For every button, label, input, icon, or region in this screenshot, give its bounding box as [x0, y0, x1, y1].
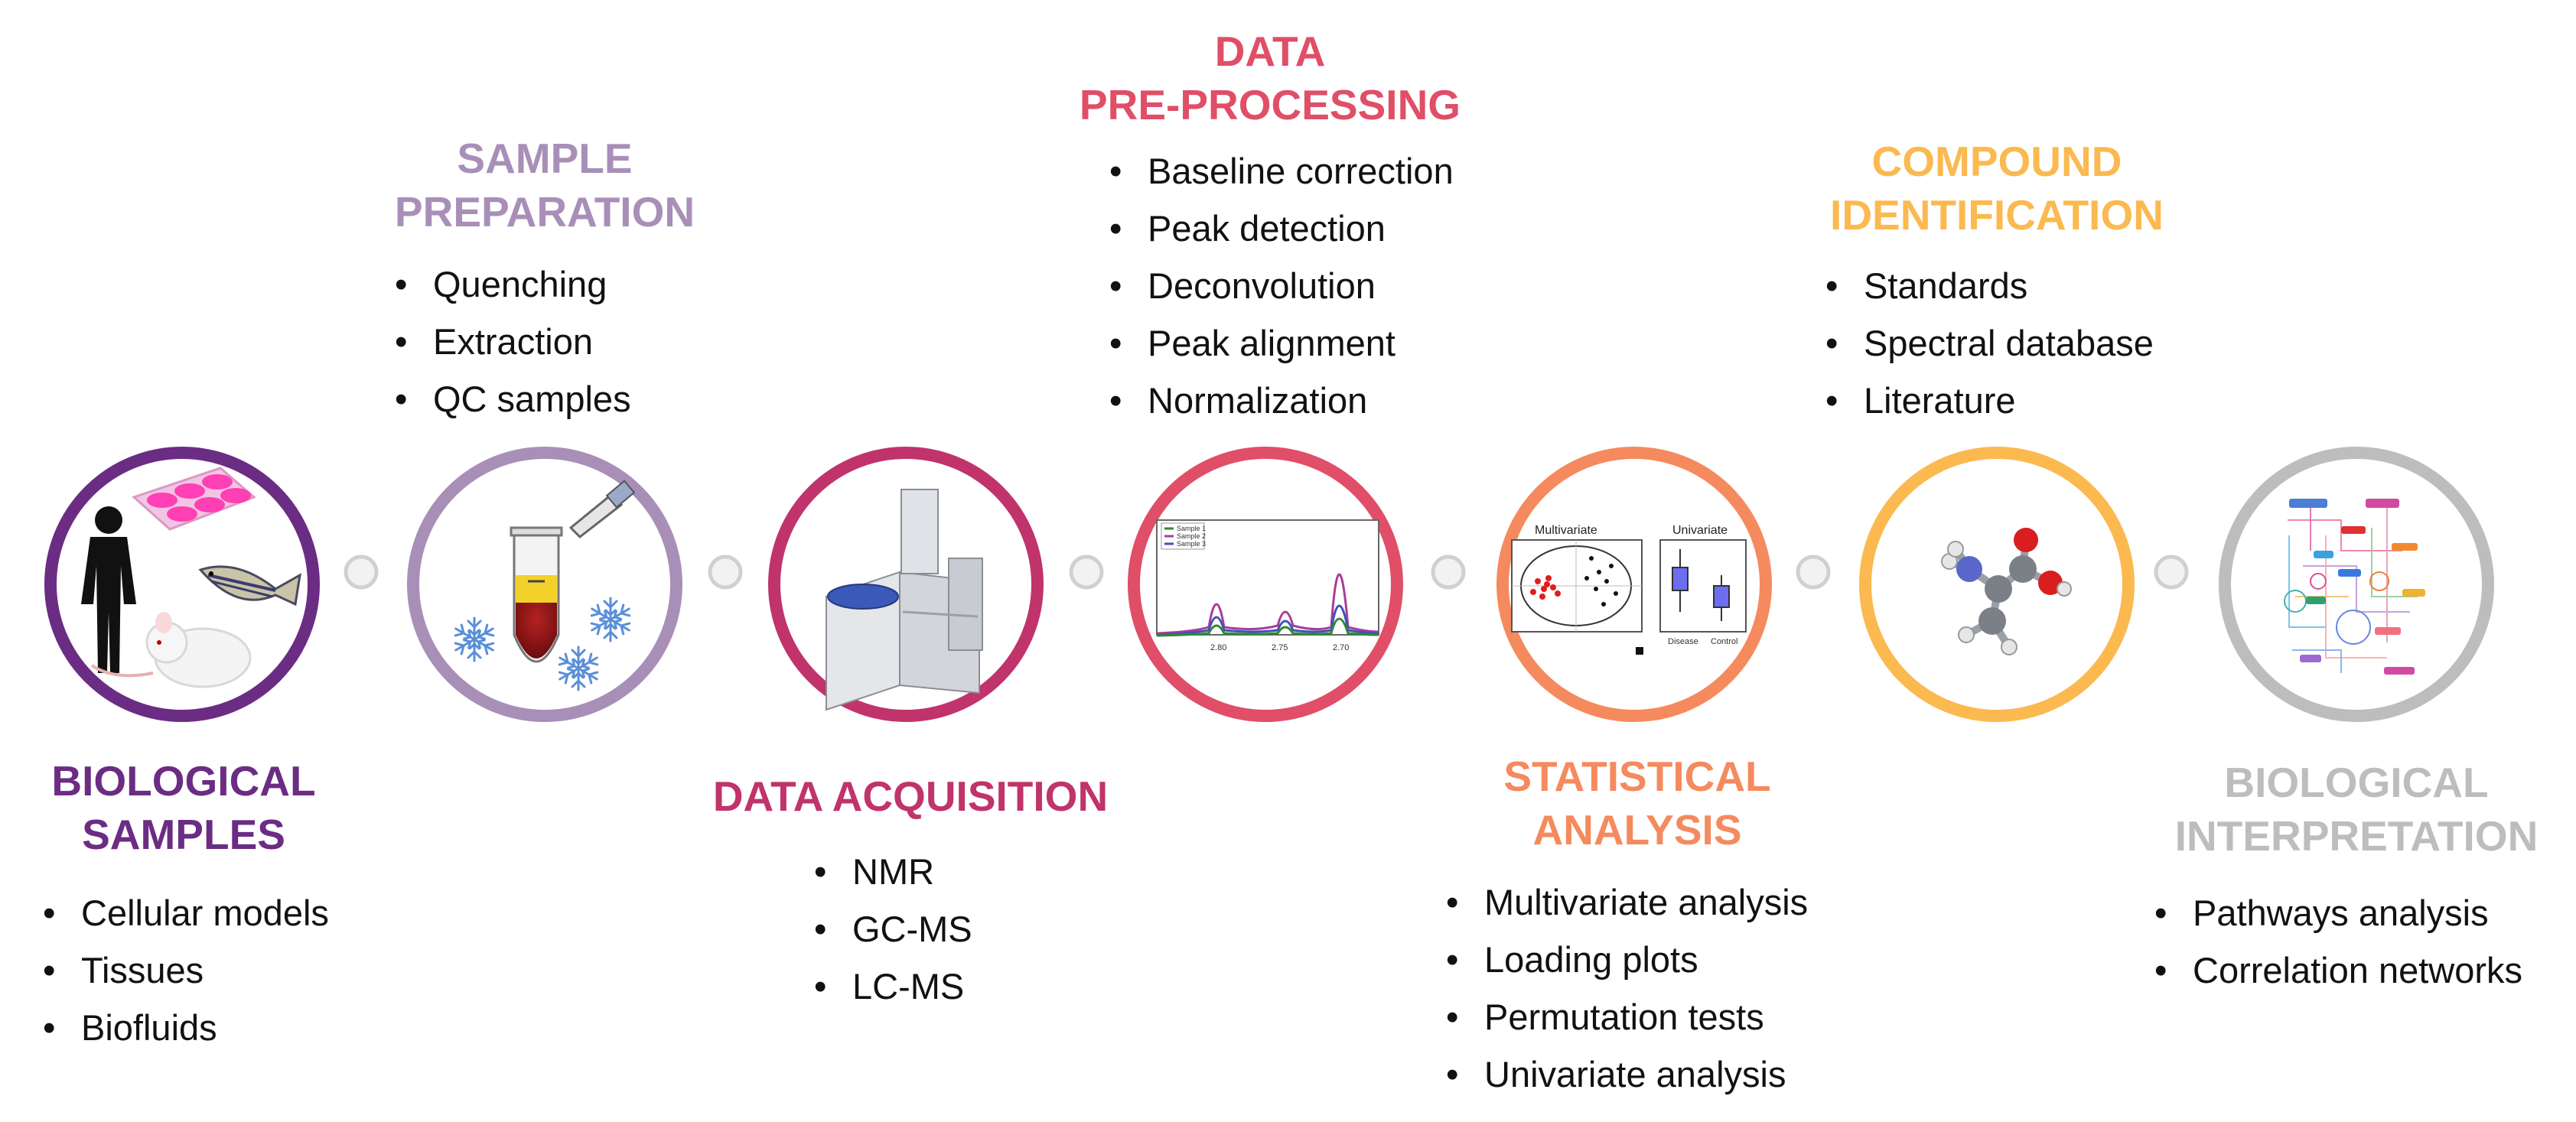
step-4-ring: Sample 1 Sample 2 Sample 3 2.80 2.75 2.7… [1128, 447, 1403, 722]
zebrafish-icon [198, 565, 301, 607]
list-item: Peak detection [1109, 200, 1454, 257]
list-item: Peak alignment [1109, 314, 1454, 372]
step-1-list: Cellular models Tissues Biofluids [43, 884, 329, 1056]
step-5-title: STATISTICAL ANALYSIS [1454, 750, 1821, 857]
step-3-list: NMR GC-MS LC-MS [814, 843, 972, 1015]
step-2-list: Quenching Extraction QC samples [395, 255, 631, 428]
pathway-node-icons [2289, 499, 2425, 675]
box-label: Disease [1668, 637, 1698, 646]
spectra-plot-icon: Sample 1 Sample 2 Sample 3 2.80 2.75 2.7… [1156, 519, 1379, 652]
sample-tube-icon [510, 526, 563, 663]
step-3-title: DATA ACQUISITION [673, 769, 1148, 823]
step-6-list: Standards Spectral database Literature [1825, 257, 2154, 429]
tick-label: 2.80 [1210, 643, 1226, 652]
list-item: Normalization [1109, 372, 1454, 429]
connector-dot-6 [2154, 554, 2189, 590]
step-5-title-line: ANALYSIS [1532, 806, 1742, 854]
list-item: Standards [1825, 257, 2154, 314]
human-silhouette-icon [81, 506, 136, 673]
step-4-title-line: DATA [1214, 28, 1326, 75]
snowflake-icon [590, 597, 631, 642]
list-item: Permutation tests [1446, 988, 1808, 1046]
snowflake-icon [558, 646, 599, 691]
step-4-list: Baseline correction Peak detection Decon… [1109, 142, 1454, 429]
list-item: Spectral database [1825, 314, 2154, 372]
step-5-title-line: STATISTICAL [1503, 753, 1771, 800]
mouse-icon [90, 612, 252, 688]
tick-label: 2.75 [1272, 643, 1288, 652]
list-item: GC-MS [814, 900, 972, 958]
step-1-title: BIOLOGICAL SAMPLES [31, 754, 337, 861]
panel-label: Univariate [1672, 524, 1728, 537]
scatter-plot-icon: Multivariate [1511, 524, 1643, 633]
step-3-title-line: DATA ACQUISITION [712, 772, 1109, 820]
step-7-list: Pathways analysis Correlation networks [2154, 884, 2522, 999]
legend-label: Sample 3 [1177, 540, 1206, 548]
list-item: LC-MS [814, 958, 972, 1015]
step-7-ring [2219, 447, 2494, 722]
list-item: Tissues [43, 942, 329, 999]
list-item: QC samples [395, 370, 631, 428]
connector-dot-5 [1796, 554, 1831, 590]
step-7-title-line: BIOLOGICAL [2224, 759, 2489, 806]
connector-dot-2 [708, 554, 743, 590]
list-item: Deconvolution [1109, 257, 1454, 314]
connector-dots [344, 554, 2189, 590]
connector-dot-4 [1431, 554, 1466, 590]
list-item: Correlation networks [2154, 942, 2522, 999]
panel-label: Multivariate [1535, 524, 1597, 537]
list-item: Univariate analysis [1446, 1046, 1808, 1103]
step-4-title: DATA PRE-PROCESSING [1040, 24, 1500, 132]
list-item: Cellular models [43, 884, 329, 942]
step-3-ring [768, 447, 1044, 722]
list-item: Extraction [395, 313, 631, 370]
connector-dot-3 [1069, 554, 1104, 590]
step-2-title-line: SAMPLE [457, 135, 633, 182]
step-6-title-line: COMPOUND [1871, 138, 2122, 185]
pathway-map-icon [2284, 505, 2418, 673]
step-6-title: COMPOUND IDENTIFICATION [1783, 135, 2211, 242]
list-item: Multivariate analysis [1446, 873, 1808, 931]
step-7-title-line: INTERPRETATION [2174, 812, 2539, 860]
step-2-title: SAMPLE PREPARATION [369, 132, 721, 239]
box-plot-icon: Univariate Disease Control [1636, 524, 1747, 655]
box-label: Control [1711, 637, 1737, 646]
list-item: Literature [1825, 372, 2154, 429]
step-1-ring [44, 447, 320, 722]
step-2-ring [407, 447, 682, 722]
list-item: Baseline correction [1109, 142, 1454, 200]
step-7-title: BIOLOGICAL INTERPRETATION [2142, 756, 2571, 863]
step-4-title-line: PRE-PROCESSING [1079, 81, 1461, 128]
pipette-icon [568, 480, 636, 538]
step-6-title-line: IDENTIFICATION [1830, 191, 2164, 239]
cell-culture-plate-icon [132, 467, 256, 531]
list-item: Pathways analysis [2154, 884, 2522, 942]
list-item: Quenching [395, 255, 631, 313]
molecule-icon [1941, 528, 2072, 655]
snowflake-icon [454, 616, 495, 662]
list-item: Biofluids [43, 999, 329, 1056]
list-item: Loading plots [1446, 931, 1808, 988]
step-2-title-line: PREPARATION [394, 188, 695, 236]
step-5-list: Multivariate analysis Loading plots Perm… [1446, 873, 1808, 1103]
list-item: NMR [814, 843, 972, 900]
tick-label: 2.70 [1333, 643, 1349, 652]
legend-label: Sample 2 [1177, 532, 1206, 540]
step-5-ring: Multivariate Univariate Disease Control [1496, 447, 1772, 722]
step-1-title-line: BIOLOGICAL [51, 757, 316, 805]
step-1-title-line: SAMPLES [82, 811, 285, 858]
legend-label: Sample 1 [1177, 525, 1206, 532]
mass-spectrometer-icon [826, 489, 983, 711]
connector-dot-1 [344, 554, 379, 590]
step-6-ring [1859, 447, 2135, 722]
